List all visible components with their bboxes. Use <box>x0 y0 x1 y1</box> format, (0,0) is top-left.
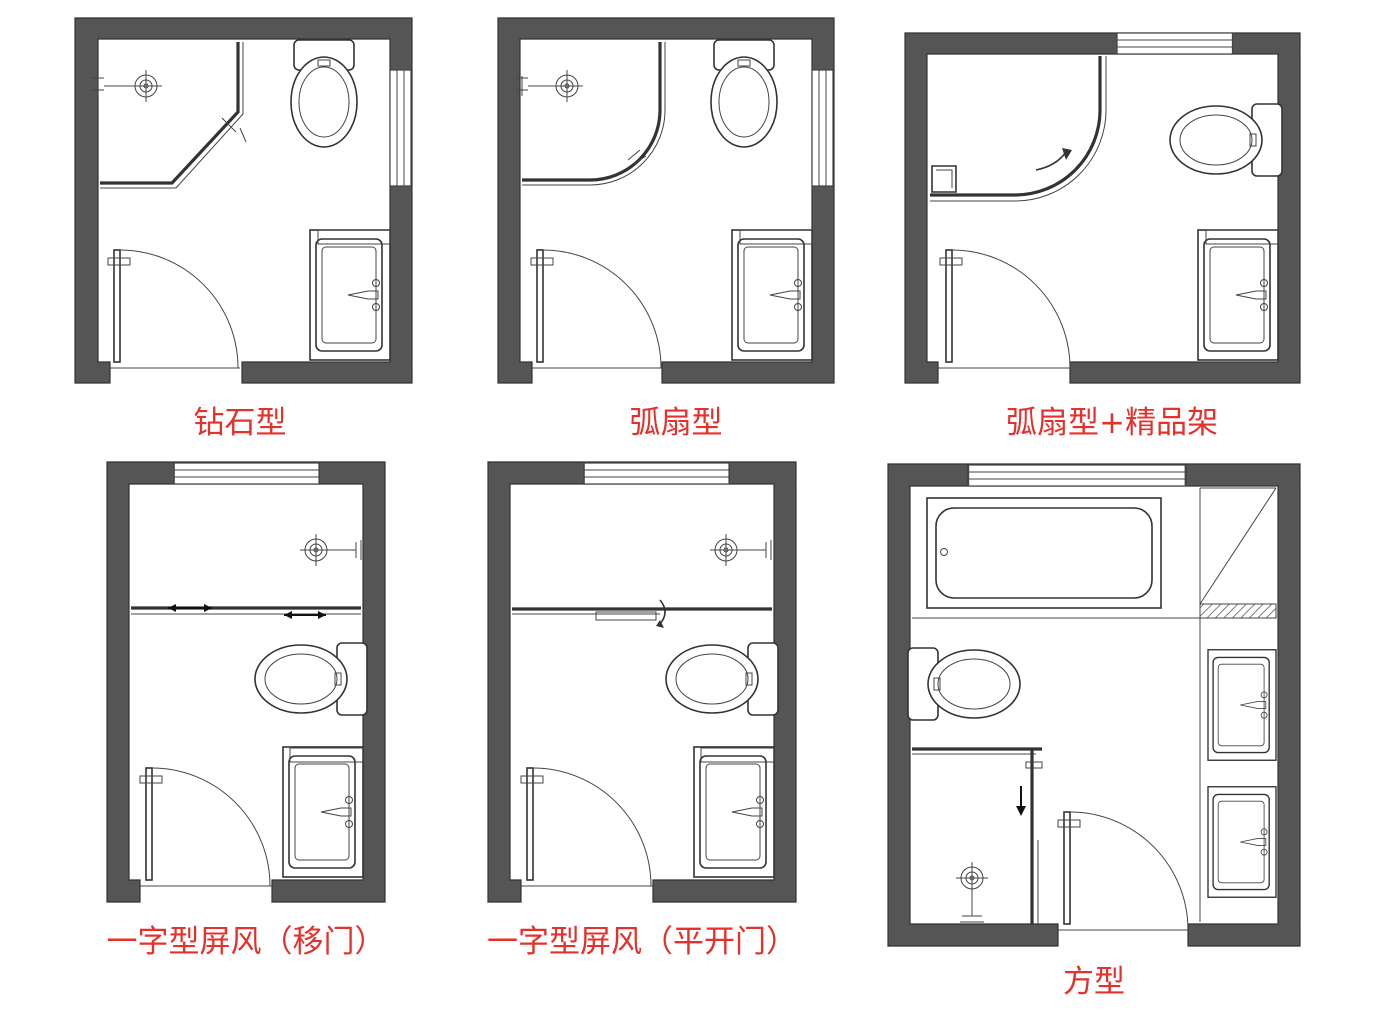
label-arc-shelf: 弧扇型+精品架 <box>1006 405 1218 441</box>
plan-diamond <box>74 17 413 384</box>
plan-straight-sliding <box>106 461 386 903</box>
plan-square <box>887 463 1301 947</box>
plan-straight-swing <box>487 461 797 903</box>
label-arc: 弧扇型 <box>630 405 723 441</box>
label-straight-swing: 一字型屏风（平开门） <box>487 924 797 960</box>
plan-arc <box>497 17 835 384</box>
label-diamond: 钻石型 <box>194 405 287 441</box>
label-square: 方型 <box>1063 964 1125 1000</box>
label-straight-sliding: 一字型屏风（移门） <box>107 924 386 960</box>
plan-arc-shelf <box>904 32 1301 384</box>
